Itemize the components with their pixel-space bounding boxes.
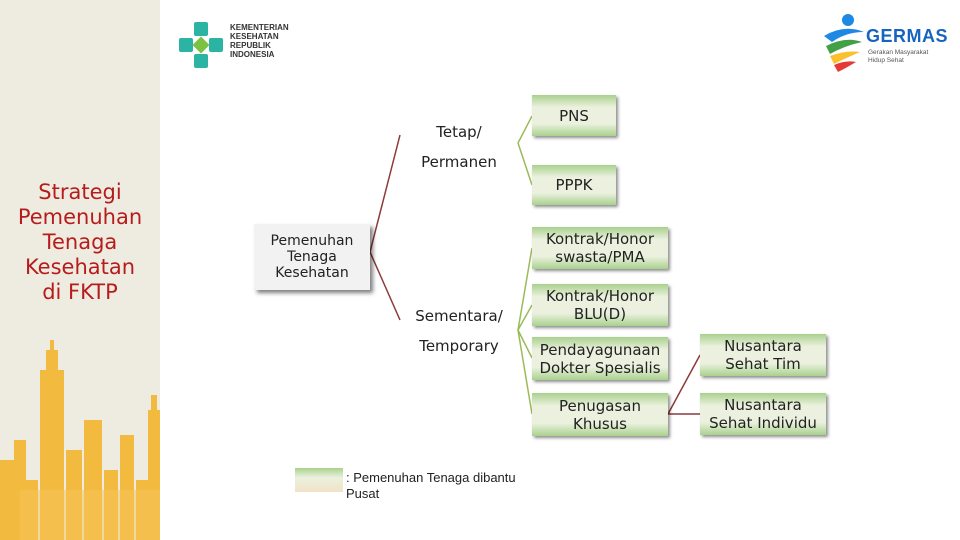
sidebar-title-line: di FKTP [42, 280, 118, 304]
ministry-emblem-icon [179, 22, 223, 68]
sidebar-title-line: Tenaga [42, 230, 118, 254]
ministry-name: KEMENTERIAN KESEHATAN REPUBLIK INDONESIA [230, 23, 289, 59]
germas-tagline: Gerakan Masyarakat Hidup Sehat [868, 49, 928, 65]
node-label: BLU(D) [573, 305, 627, 323]
node-label: Sehat Tim [725, 355, 801, 373]
node-label: Khusus [573, 414, 627, 433]
ministry-name-line: REPUBLIK [230, 41, 271, 50]
branch-sementara-temporary: Sementara/ Temporary [400, 300, 518, 362]
legend-text-line: Pusat [346, 486, 380, 501]
node-label: swasta/PMA [555, 248, 645, 266]
connector-root-tetap [369, 134, 401, 253]
node-label: Tenaga [287, 249, 337, 265]
node-label: Kontrak/Honor [545, 230, 655, 248]
germas-tagline-line: Gerakan Masyarakat [868, 49, 929, 56]
node-label: Kontrak/Honor [545, 287, 655, 305]
connector-sementara-penugasan [517, 329, 533, 415]
sidebar-title: Strategi Pemenuhan Tenaga Kesehatan di F… [0, 180, 160, 305]
germas-emblem-icon [824, 14, 864, 72]
connector-sementara-kontrak-swasta [517, 247, 533, 331]
node-pendayagunaan-dokter-spesialis: Pendayagunaan Dokter Spesialis [532, 337, 668, 380]
node-pns: PNS [532, 95, 616, 136]
branch-label: Sementara/ [415, 307, 503, 325]
node-label: Pemenuhan [270, 233, 354, 249]
branch-label: Temporary [419, 337, 499, 355]
connector-root-sementara [369, 251, 401, 321]
sidebar-title-line: Pemenuhan [17, 205, 143, 229]
node-pemenuhan-tenaga-kesehatan: Pemenuhan Tenaga Kesehatan [254, 224, 370, 290]
germas-title: GERMAS [866, 26, 949, 46]
branch-label: Tetap/ [436, 123, 482, 141]
sidebar-panel: Strategi Pemenuhan Tenaga Kesehatan di F… [0, 0, 160, 540]
node-pppk: PPPK [532, 165, 616, 205]
node-label: PPPK [555, 176, 593, 194]
node-nusantara-sehat-tim: Nusantara Sehat Tim [700, 334, 826, 376]
node-kontrak-honor-blu: Kontrak/Honor BLU(D) [532, 284, 668, 326]
branch-tetap-permanen: Tetap/ Permanen [400, 116, 518, 178]
node-label: Kesehatan [275, 265, 349, 281]
node-label: Pendayagunaan [539, 340, 661, 359]
node-label: Dokter Spesialis [539, 358, 661, 377]
node-nusantara-sehat-individu: Nusantara Sehat Individu [700, 393, 826, 435]
node-label: Nusantara [724, 337, 802, 355]
legend-text: : Pemenuhan Tenaga dibantu Pusat [346, 470, 566, 502]
legend-swatch [295, 468, 343, 492]
node-label: Nusantara [724, 396, 802, 414]
node-label: Penugasan [559, 396, 641, 415]
connector-sementara-kontrak-blu [517, 304, 533, 331]
connector-sementara-pendayagunaan [517, 329, 533, 359]
node-kontrak-honor-swasta: Kontrak/Honor swasta/PMA [532, 227, 668, 269]
ministry-name-line: INDONESIA [230, 50, 275, 59]
ministry-logo: KEMENTERIAN KESEHATAN REPUBLIK INDONESIA [176, 20, 306, 70]
ministry-name-line: KEMENTERIAN [230, 23, 289, 32]
germas-tagline-line: Hidup Sehat [868, 57, 904, 64]
sidebar-title-line: Kesehatan [24, 255, 136, 279]
connector-tetap-pns [517, 115, 533, 144]
branch-label: Permanen [421, 153, 497, 171]
connector-tetap-pppk [517, 142, 533, 186]
ministry-name-line: KESEHATAN [230, 32, 279, 41]
city-skyline-icon [0, 340, 160, 540]
connector-penugasan-ns-tim [667, 354, 701, 415]
node-label: PNS [559, 106, 589, 125]
sidebar-title-line: Strategi [38, 180, 122, 204]
node-penugasan-khusus: Penugasan Khusus [532, 393, 668, 436]
legend-text-line: : Pemenuhan Tenaga dibantu [346, 470, 516, 485]
germas-logo: GERMAS Gerakan Masyarakat Hidup Sehat [818, 10, 953, 75]
node-label: Sehat Individu [709, 414, 817, 432]
